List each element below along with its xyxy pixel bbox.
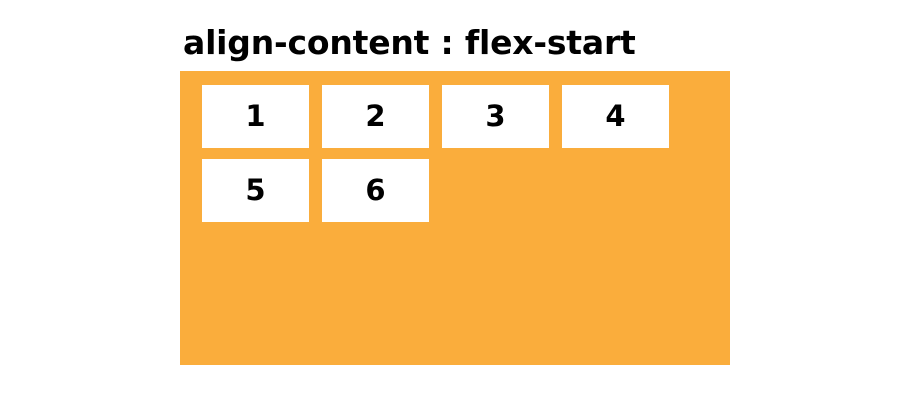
flex-item: 2 xyxy=(322,84,429,148)
flex-item: 4 xyxy=(562,84,669,148)
flex-item: 5 xyxy=(202,158,309,222)
flex-item-label: 1 xyxy=(245,98,266,133)
flex-item-label: 2 xyxy=(365,98,386,133)
flex-container: 1 2 3 4 5 6 xyxy=(180,70,730,365)
flex-item: 1 xyxy=(202,84,309,148)
flex-item-label: 5 xyxy=(245,172,266,207)
flex-item: 3 xyxy=(442,84,549,148)
flex-item-label: 3 xyxy=(485,98,506,133)
flex-item-label: 4 xyxy=(605,98,626,133)
page-title: align-content : flex-start xyxy=(183,23,636,62)
align-content-demo: align-content : flex-start 1 2 3 4 5 6 xyxy=(180,23,730,365)
flex-item: 6 xyxy=(322,158,429,222)
flex-item-label: 6 xyxy=(365,172,386,207)
